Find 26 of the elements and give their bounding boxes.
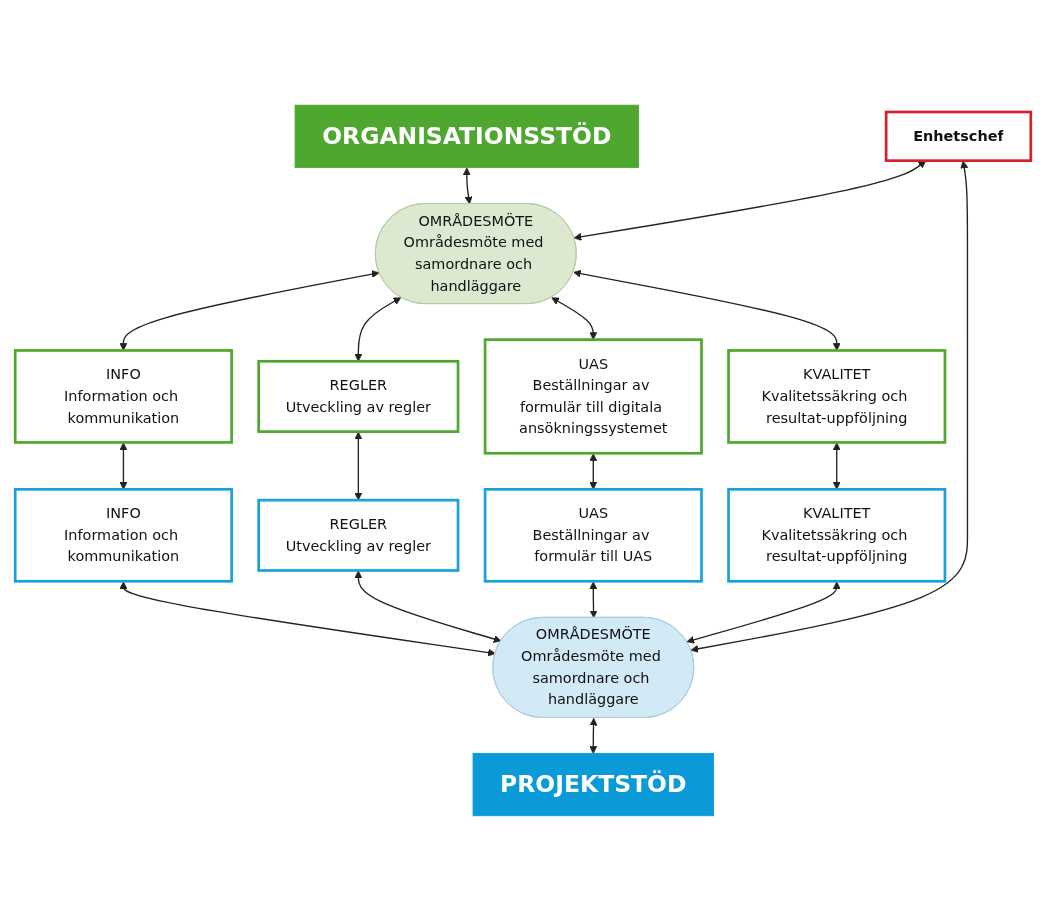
arrow [462,167,473,205]
node-box: REGLER Utveckling av regler [257,359,460,433]
arrow [573,269,841,351]
arrow [119,581,496,657]
arrow [119,442,128,490]
node-box: REGLER Utveckling av regler [257,498,460,572]
node-box: UAS Beställningar av formulär till digitala ansökningssystemet [483,338,703,455]
node-box: INFO Information och kommunikation [13,488,233,583]
node-box: KVALITET Kvalitetssäkring och resultat-uppföljning [727,349,947,444]
node-box: PROJEKTSTÖD [472,753,714,817]
node-box: UAS Beställningar av formulär till UAS [483,488,703,583]
arrow [354,297,402,362]
node-box: ORGANISATIONSSTÖD [294,104,639,168]
arrow [589,581,598,619]
arrow [573,160,927,241]
node-box: KVALITET Kvalitetssäkring och resultat-uppföljning [727,488,947,583]
arrow [589,453,598,490]
arrow [354,431,363,501]
arrow [690,160,969,653]
node-box: Enhetschef [884,110,1033,163]
arrow [119,270,380,351]
node-box: INFO Information och kommunikation [13,349,233,444]
arrow [686,581,841,644]
arrow [354,570,502,643]
arrow [589,717,598,754]
arrow [832,442,841,490]
